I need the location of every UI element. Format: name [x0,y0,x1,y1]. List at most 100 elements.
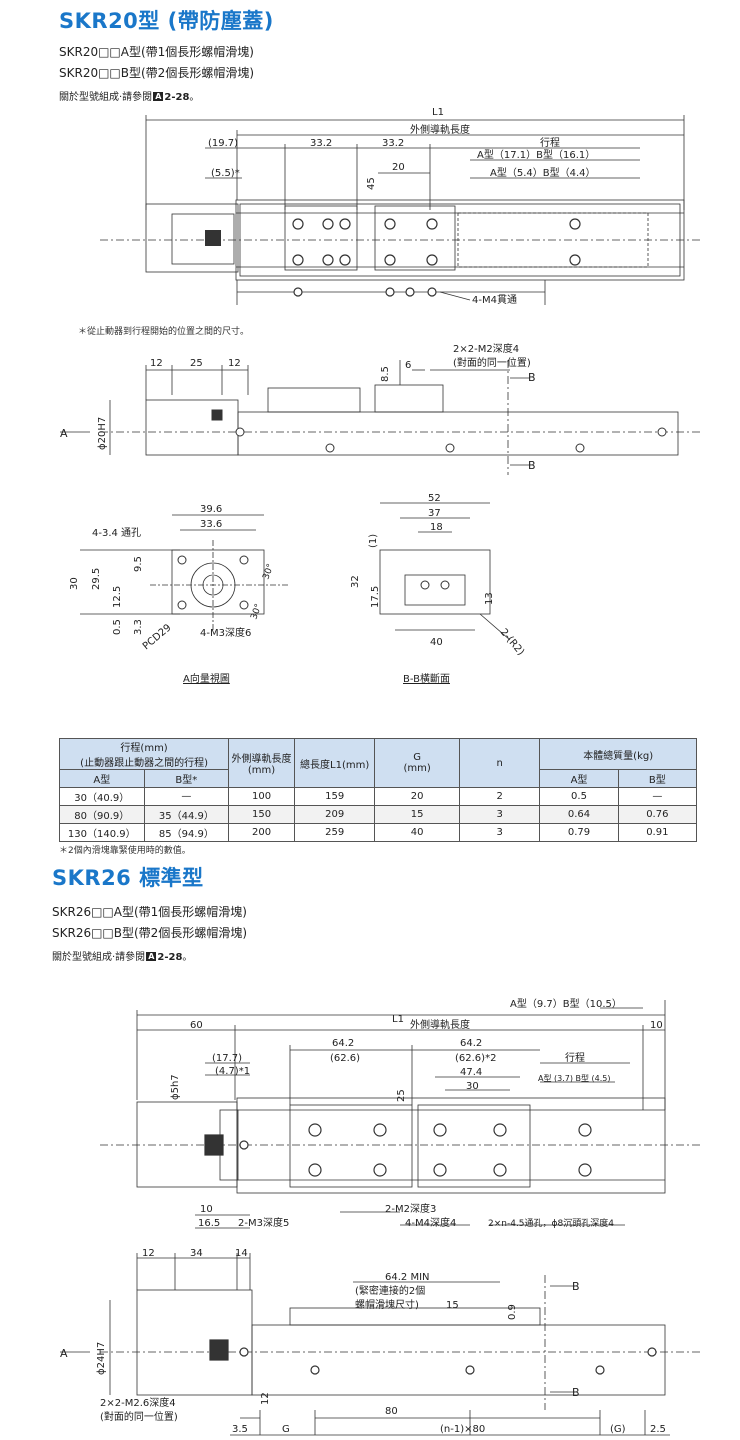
dim-stroke: 行程 [565,1051,585,1064]
dim-5-5: (5.5)* [211,168,240,179]
dim-33-2b: 33.2 [382,138,404,149]
th-type-b: B型* [143,769,230,788]
dim-4-7: (4.7)*1 [215,1066,250,1077]
dim-12-5: 12.5 [112,586,123,608]
dim-phi24: ϕ24H7 [96,1342,107,1375]
dim-8-5: 8.5 [380,366,391,382]
dim-m2: 2×2-M2深度4 [453,342,519,355]
skr20-title: SKR20型 (帶防塵蓋) [59,9,274,33]
dim-m3: 4-M3深度6 [200,626,251,639]
dim-ab-top: A型（9.7）B型（10.5） [510,997,622,1010]
ref-page-link[interactable]: 2-28 [157,952,183,963]
skr20-top-view-drawing: L1 外側導軌長度 (19.7) 33.2 33.2 (5.5)* 20 45 … [100,107,700,306]
dim-phi5: ϕ5h7 [170,1074,181,1100]
dim-37: 37 [428,508,441,519]
dim-outer-rail: 外側導軌長度 [410,123,470,136]
skr20-spec-table: 行程(mm)(止動器跟止動器之間的行程) 外側導軌長度(mm) 總長度L1(mm… [58,738,698,842]
ref-page-link[interactable]: 2-28 [164,92,190,103]
dim-10: 10 [650,1020,663,1031]
dim-angle-30b: 30° [249,603,264,621]
dim-12b: 12 [228,358,241,369]
ref-prefix: 關於型號組成‧請參閱 [52,952,146,963]
dim-30: 30 [69,577,80,590]
dim-g: G [282,1424,290,1435]
ref-badge: A [153,92,164,101]
dim-30: 30 [466,1081,479,1092]
dim-m2: 2-M2深度3 [385,1202,436,1215]
dim-0-5: 0.5 [112,619,123,635]
dim-3-3: 3.3 [133,619,144,635]
dim-pcd29: PCD29 [141,622,174,652]
dim-m2-6: 2×2-M2.6深度4 [100,1396,176,1409]
dim-20: 20 [392,162,405,173]
th-total-length: 總長度L1(mm) [293,738,376,788]
view-a-arrow: A [60,1347,68,1360]
dim-1: (1) [368,534,379,548]
dim-l1: L1 [392,1014,404,1025]
dim-holes: 2×n-4.5通孔，ϕ8沉頭孔深度4 [488,1217,614,1229]
dim-stroke: 行程 [540,136,560,149]
th-stroke: 行程(mm)(止動器跟止動器之間的行程) [58,738,230,770]
table-footnote: ＊2個內滑塊靠緊使用時的數值。 [59,846,191,856]
dim-phi20: ϕ20H7 [97,417,108,450]
th-mass: 本體總質量(kg) [539,738,697,770]
caption-section-bb: B-B橫斷面 [403,674,450,685]
section-b-bottom: B [572,1386,580,1399]
skr26-model-b: SKR26□□B型(帶2個長形螺帽滑塊) [52,926,248,940]
dim-m4: 4-M4深度4 [405,1216,456,1229]
skr20-model-b: SKR20□□B型(帶2個長形螺帽滑塊) [59,66,255,80]
skr26-drawing: A型（9.7）B型（10.5） L1 60 外側導軌長度 10 64.2 (62… [60,997,700,1436]
dim-2-5: 2.5 [650,1424,666,1435]
dim-hole-3-4: 4-3.4 通孔 [92,527,141,539]
th-n: n [458,738,541,788]
th-mass-b: B型 [617,769,698,788]
dim-9-5: 9.5 [133,556,144,572]
dim-33-2a: 33.2 [310,138,332,149]
dim-64-2min: 64.2 MIN [385,1272,430,1283]
dim-ab-mid: A型 (3.7) B型 (4.5) [538,1074,611,1083]
dim-12a: 12 [150,358,163,369]
dim-m3: 2-M3深度5 [238,1216,289,1229]
dim-32: 32 [350,575,361,588]
dim-same-position: (對面的同一位置) [453,356,531,369]
dim-33-6: 33.6 [200,519,222,530]
dim-25: 25 [190,358,203,369]
dim-17-7: (17.7) [212,1053,242,1064]
th-mass-a: A型 [539,769,619,788]
dim-0-9: 0.9 [507,1304,518,1320]
dim-14: 14 [235,1248,248,1259]
dim-52: 52 [428,493,441,504]
dim-39-6: 39.6 [200,504,222,515]
skr20-side-view-drawing: 12 25 12 8.5 6 2×2-M2深度4 (對面的同一位置) B B A… [60,342,700,475]
dim-6: 6 [405,360,411,371]
dim-15: 15 [446,1300,459,1311]
dim-62-6b: (62.6)*2 [455,1053,496,1064]
dim-47-4: 47.4 [460,1067,482,1078]
dim-n-80: (n-1)×80 [440,1424,485,1435]
dim-62-6a: (62.6) [330,1053,360,1064]
dim-ab2: A型（5.4）B型（4.4） [490,166,596,179]
dim-34: 34 [190,1248,203,1259]
th-g: G(mm) [374,738,460,788]
dim-g-paren: (G) [610,1424,626,1435]
dim-tight-2: 螺帽滑塊尺寸) [355,1298,419,1311]
dim-12: 12 [142,1248,155,1259]
dim-45: 45 [366,177,377,190]
ref-suffix: 。 [182,952,193,963]
skr20-stroke-note: ＊從止動器到行程開始的位置之間的尺寸。 [78,327,250,337]
dim-l1: L1 [432,107,444,118]
dim-same-position: (對面的同一位置) [100,1410,178,1423]
skr20-section-views: 39.6 33.6 4-3.4 通孔 30 29.5 9.5 12.5 0.5 … [69,493,526,658]
dim-tight-1: (緊密連接的2個 [355,1284,425,1297]
dim-m4: 4-M4貫通 [472,294,517,306]
section-b-top: B [572,1280,580,1293]
section-b-bottom: B [528,459,536,472]
ref-suffix: 。 [189,92,200,103]
skr20-model-a: SKR20□□A型(帶1個長形螺帽滑塊) [59,45,254,59]
section-b-top: B [528,371,536,384]
